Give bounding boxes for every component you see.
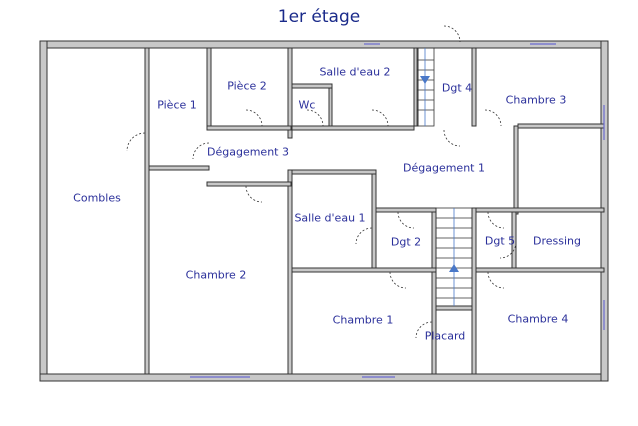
room-label-dgt2: Dgt 2: [390, 235, 422, 249]
room-label-placard: Placard: [424, 329, 466, 343]
floor-title: 1er étage: [277, 7, 361, 27]
room-label-degagement1: Dégagement 1: [403, 161, 485, 175]
room-label-chambre3: Chambre 3: [505, 93, 567, 107]
room-label-degagement3: Dégagement 3: [207, 145, 289, 159]
room-label-salle-eau-1: Salle d'eau 1: [294, 211, 366, 225]
room-label-wc: Wc: [298, 98, 316, 112]
room-label-dgt4: Dgt 4: [441, 81, 473, 95]
stair-up-arrow-icon: [449, 264, 459, 272]
staircase-top: [416, 47, 435, 127]
stair-down-arrow-icon: [420, 76, 430, 84]
room-label-chambre2: Chambre 2: [185, 268, 247, 282]
room-label-dressing: Dressing: [533, 234, 581, 248]
room-label-combles: Combles: [73, 191, 121, 205]
staircase-main: [435, 207, 473, 307]
room-label-salle-eau-2: Salle d'eau 2: [319, 65, 391, 79]
room-label-piece2: Pièce 2: [227, 79, 267, 93]
room-label-piece1: Pièce 1: [157, 98, 197, 112]
room-label-chambre1: Chambre 1: [332, 313, 394, 327]
room-label-chambre4: Chambre 4: [507, 312, 569, 326]
room-label-dgt5: Dgt 5: [484, 234, 516, 248]
